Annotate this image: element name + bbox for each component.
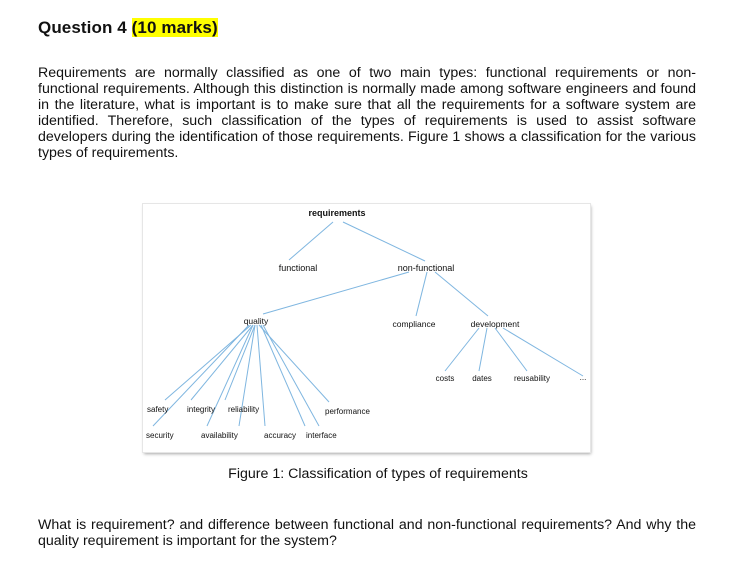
node-reusability: reusability — [514, 374, 550, 383]
edge-quality-extra-1 — [238, 324, 256, 427]
question-marks-highlight: (10 marks) — [131, 18, 218, 37]
edge-development-costs — [444, 327, 480, 372]
node-requirements: requirements — [308, 208, 365, 218]
node-quality: quality — [244, 316, 269, 326]
node-availability: availability — [201, 431, 238, 440]
node-integrity: integrity — [187, 405, 215, 414]
edge-root-functional — [288, 221, 334, 261]
node-safety: safety — [147, 405, 168, 414]
tree-labels: requirements functional non-functional q… — [146, 208, 586, 440]
edge-quality-extra-2 — [262, 324, 320, 427]
node-costs: costs — [436, 374, 455, 383]
edge-nonfunctional-development — [434, 271, 489, 317]
question-title: Question 4 — [38, 18, 132, 37]
edge-quality-reliability — [224, 324, 256, 401]
node-accuracy: accuracy — [264, 431, 296, 440]
node-interface: interface — [306, 431, 337, 440]
edge-nonfunctional-quality — [262, 271, 410, 315]
node-performance: performance — [325, 407, 370, 416]
intro-paragraph: Requirements are normally classified as … — [38, 65, 696, 161]
question-heading: Question 4 (10 marks) — [38, 18, 218, 38]
edge-quality-availability — [206, 324, 254, 427]
edge-quality-accuracy — [256, 324, 266, 427]
node-non-functional: non-functional — [398, 263, 455, 273]
requirements-tree-diagram: requirements functional non-functional q… — [146, 208, 586, 440]
edge-quality-security — [152, 324, 250, 427]
edge-development-reusability — [494, 327, 528, 372]
edge-root-nonfunctional — [342, 221, 426, 262]
node-functional: functional — [279, 263, 318, 273]
node-compliance: compliance — [393, 319, 436, 329]
edge-development-dates — [478, 327, 488, 372]
question-paragraph: What is requirement? and difference betw… — [38, 517, 696, 549]
node-ellipsis: ... — [580, 373, 587, 382]
node-security: security — [146, 431, 174, 440]
classification-figure: requirements functional non-functional q… — [142, 203, 591, 453]
edge-quality-integrity — [190, 324, 254, 401]
figure-caption: Figure 1: Classification of types of req… — [228, 466, 528, 482]
edge-nonfunctional-compliance — [415, 271, 428, 317]
figure-caption-row: Figure 1: Classification of types of req… — [0, 466, 744, 482]
node-dates: dates — [472, 374, 492, 383]
node-reliability: reliability — [228, 405, 259, 414]
tree-edges — [152, 221, 584, 427]
edge-development-ellipsis — [502, 327, 584, 377]
node-development: development — [471, 319, 520, 329]
edge-quality-interface — [260, 324, 306, 427]
